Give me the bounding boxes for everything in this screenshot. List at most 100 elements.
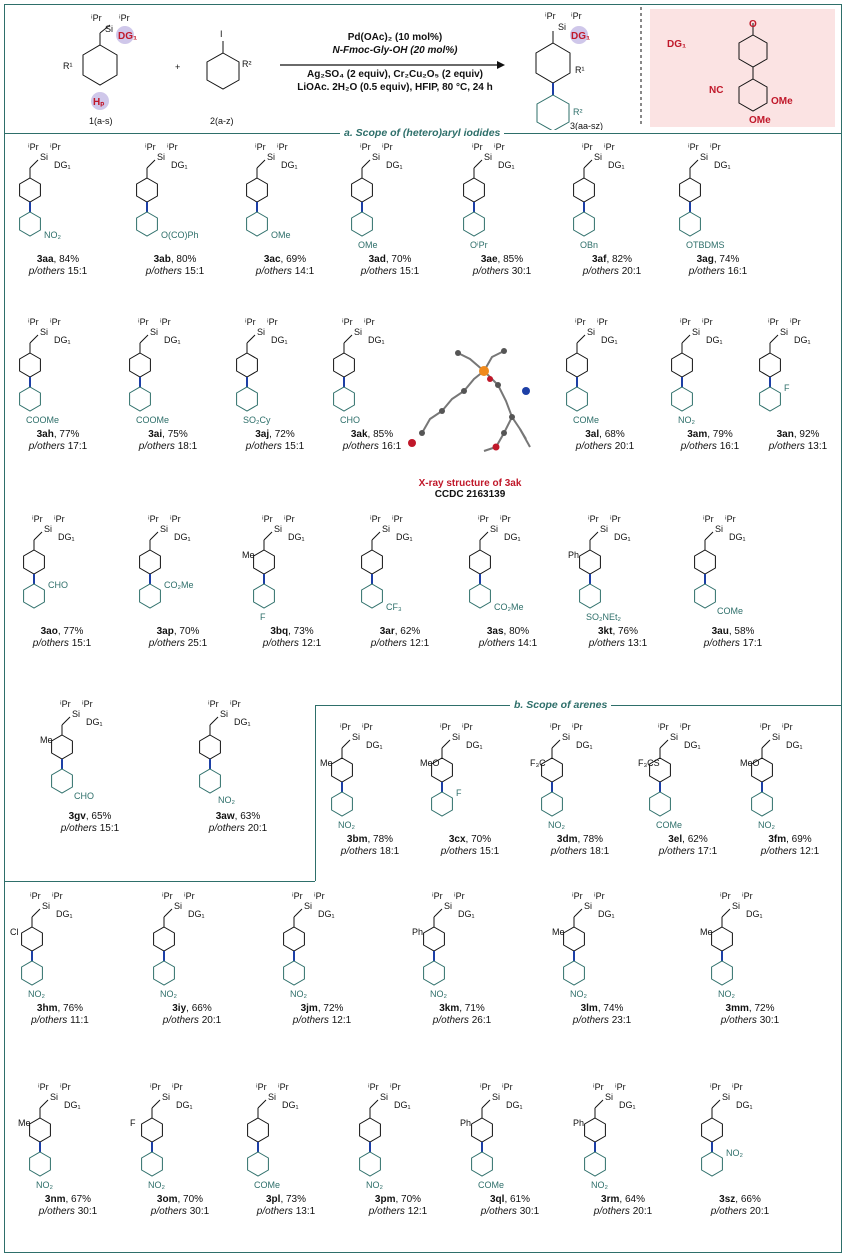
si-label: Si	[40, 327, 48, 337]
si-label: Si	[722, 1092, 730, 1102]
compound-id-yield: 3el, 62%	[668, 834, 708, 845]
ipr-label: ⁱPr	[500, 514, 511, 524]
compound-id-yield: 3lm, 74%	[580, 1003, 624, 1014]
ratio-prefix: p/others	[256, 1206, 293, 1217]
compound-caption: 3fm, 69%p/others 12:1	[740, 834, 840, 858]
compound-id-yield: 3pm, 70%	[374, 1194, 422, 1205]
ipr-label: ⁱPr	[292, 891, 303, 901]
section-divider	[315, 705, 316, 881]
ipr-label: ⁱPr	[760, 722, 771, 732]
compound-caption: 3mm, 72%p/others 30:1	[700, 1003, 800, 1027]
si-label: Si	[600, 524, 608, 534]
compound-id: 3iy	[172, 1003, 187, 1014]
compound-caption: 3rm, 64%p/others 20:1	[573, 1194, 673, 1218]
si-label: Si	[162, 1092, 170, 1102]
selectivity-ratio: p/others 12:1	[350, 638, 450, 650]
compound-id: 3af	[591, 254, 607, 265]
ipr-label: ⁱPr	[594, 891, 605, 901]
ipr-label: ⁱPr	[480, 1082, 491, 1092]
dg-label: DG₁	[366, 740, 383, 750]
reaction-header: ⁱPr ⁱPr Si DG₁ R¹ Hₚ 1(a-s) + I R² 2(a-z…	[5, 5, 841, 132]
ratio-prefix: p/others	[145, 266, 182, 277]
ipr-label: ⁱPr	[255, 142, 266, 152]
dg-label: DG₁	[619, 1100, 636, 1110]
compound-id: 3cx	[448, 834, 466, 845]
compound-yield: 80%	[509, 626, 530, 637]
aryl-substituent-label: F	[784, 383, 790, 393]
compound-caption: 3el, 62%p/others 17:1	[638, 834, 738, 858]
ratio-value: 18:1	[379, 846, 400, 857]
core-substituent-label: Me	[552, 927, 565, 937]
compound-caption: 3pm, 70%p/others 12:1	[348, 1194, 448, 1218]
compound-yield: 61%	[510, 1194, 531, 1205]
compound-id: 3gv	[68, 811, 86, 822]
compound-id-yield: 3aa, 84%	[36, 254, 80, 265]
aryl-substituent-label: CHO	[340, 415, 360, 425]
si-label: Si	[484, 152, 492, 162]
compound-id-yield: 3ah, 77%	[36, 429, 80, 440]
selectivity-ratio: p/others 13:1	[748, 441, 846, 453]
ipr-label: ⁱPr	[732, 1082, 743, 1092]
ipr-label: ⁱPr	[440, 722, 451, 732]
si-label: Si	[562, 732, 570, 742]
ome-label: OMe	[749, 115, 771, 126]
compound-caption: 3ql, 61%p/others 30:1	[460, 1194, 560, 1218]
si-label: Si	[304, 901, 312, 911]
ratio-value: 23:1	[611, 1015, 632, 1026]
dg-label: DG₁	[368, 335, 385, 345]
compound-yield: 63%	[240, 811, 261, 822]
compound-id-yield: 3jm, 72%	[300, 1003, 344, 1014]
aryl-substituent-label: NO₂	[36, 1180, 54, 1190]
ipr-label: ⁱPr	[370, 514, 381, 524]
ratio-prefix: p/others	[588, 638, 625, 649]
selectivity-ratio: p/others 14:1	[235, 266, 335, 278]
ratio-prefix: p/others	[768, 441, 805, 452]
ipr-label: ⁱPr	[160, 317, 171, 327]
ratio-value: 18:1	[589, 846, 610, 857]
iodine-label: I	[220, 29, 223, 39]
si-label: Si	[715, 524, 723, 534]
compound-yield: 73%	[293, 626, 314, 637]
compound-id: 3jm	[300, 1003, 318, 1014]
si-label: Si	[452, 732, 460, 742]
ratio-prefix: p/others	[480, 1206, 517, 1217]
compound-caption: 3dm, 78%p/others 18:1	[530, 834, 630, 858]
hp-label: Hₚ	[93, 97, 105, 108]
ipr-label: ⁱPr	[462, 722, 473, 732]
ratio-prefix: p/others	[28, 441, 65, 452]
dg-label: DG₁	[86, 717, 103, 727]
compound-yield: 80%	[176, 254, 197, 265]
aryl-substituent-label: OMe	[358, 240, 378, 250]
selectivity-ratio: p/others 23:1	[552, 1015, 652, 1027]
compound-caption: 3ad, 70%p/others 15:1	[340, 254, 440, 278]
ipr-label: ⁱPr	[588, 514, 599, 524]
core-substituent-label: Me	[40, 735, 53, 745]
compound-yield: 70%	[179, 626, 200, 637]
core-substituent-label: Me	[18, 1118, 31, 1128]
compound-id-yield: 3al, 68%	[585, 429, 625, 440]
selectivity-ratio: p/others 15:1	[225, 441, 325, 453]
ratio-value: 13:1	[295, 1206, 316, 1217]
